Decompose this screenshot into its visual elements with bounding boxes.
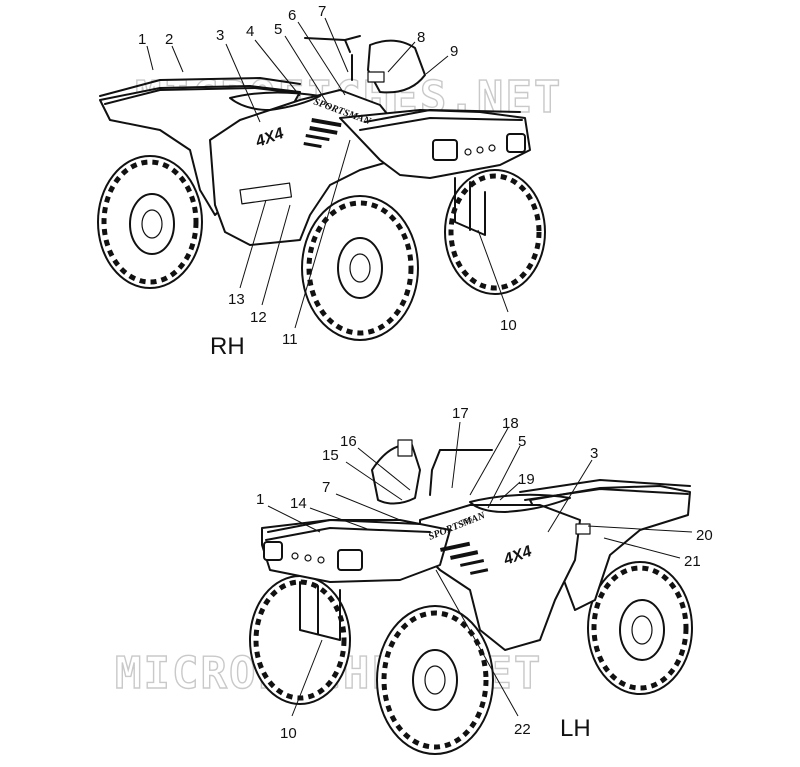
lh-front-bumper (299, 581, 341, 641)
rh-front-near-wheel (301, 195, 419, 341)
rh-front-rack (359, 109, 523, 131)
lh-callout-18: 18 (502, 415, 519, 432)
lh-callout-16: 16 (340, 433, 357, 450)
svg-text:335: 335 (460, 516, 474, 527)
rh-callout-1: 1 (138, 31, 146, 48)
lh-headlight-right (337, 549, 363, 571)
lh-callout-10: 10 (280, 725, 297, 742)
rh-rear-wheel (97, 155, 203, 289)
lh-callout-15: 15 (322, 447, 339, 464)
lh-callout-19: 19 (518, 471, 535, 488)
lh-callout-1: 1 (256, 491, 264, 508)
lh-rear-far-wheel (249, 575, 351, 705)
rh-headlight-pod (367, 39, 426, 94)
rh-callout-8: 8 (417, 29, 425, 46)
rh-callout-2: 2 (165, 31, 173, 48)
rh-callout-13: 13 (228, 291, 245, 308)
rh-callouts: 1 2 3 4 5 6 7 8 9 10 11 12 13 RH (138, 3, 517, 360)
rh-leader-lines (146, 17, 509, 329)
lh-leader-lines (267, 421, 693, 717)
rh-handlebar (304, 35, 361, 81)
lh-rear-near-wheel (587, 561, 693, 695)
rh-rear-rack (99, 77, 301, 105)
rh-callout-10: 10 (500, 317, 517, 334)
lh-handlebar (429, 449, 493, 496)
lh-callout-20: 20 (696, 527, 713, 544)
lh-callout-21: 21 (684, 553, 701, 570)
lh-body-panel (419, 504, 581, 651)
lh-callout-7: 7 (322, 479, 330, 496)
rh-callout-7: 7 (318, 3, 326, 20)
lh-callouts: 17 18 16 15 5 3 7 19 1 14 20 21 10 22 LH (256, 405, 713, 742)
rh-headlight-right (506, 133, 526, 153)
lh-atv-drawing: 4X4 SPORTSMAN 335 (249, 421, 693, 755)
lh-headlight-left (263, 541, 283, 561)
rh-callout-4: 4 (246, 23, 254, 40)
rh-view-label: RH (210, 333, 245, 360)
lh-callout-5: 5 (518, 433, 526, 450)
rh-callout-9: 9 (450, 43, 458, 60)
rh-front-bumper (454, 177, 486, 236)
lh-callout-22: 22 (514, 721, 531, 738)
lh-view-label: LH (560, 715, 591, 742)
lh-callout-17: 17 (452, 405, 469, 422)
rh-callout-12: 12 (250, 309, 267, 326)
rh-seat (229, 91, 321, 111)
rh-headlight-left (432, 139, 458, 161)
rh-callout-6: 6 (288, 7, 296, 24)
lh-callout-3: 3 (590, 445, 598, 462)
rh-callout-5: 5 (274, 21, 282, 38)
rh-atv-drawing: 4X4 SPORTSMAN (97, 17, 546, 341)
lh-headlight-pod (371, 443, 421, 505)
lh-seat (469, 493, 571, 513)
rh-callout-11: 11 (282, 331, 298, 348)
lh-front-rack (265, 519, 431, 541)
lh-callout-14: 14 (290, 495, 307, 512)
rh-callout-3: 3 (216, 27, 224, 44)
lh-front-near-wheel (376, 605, 494, 755)
